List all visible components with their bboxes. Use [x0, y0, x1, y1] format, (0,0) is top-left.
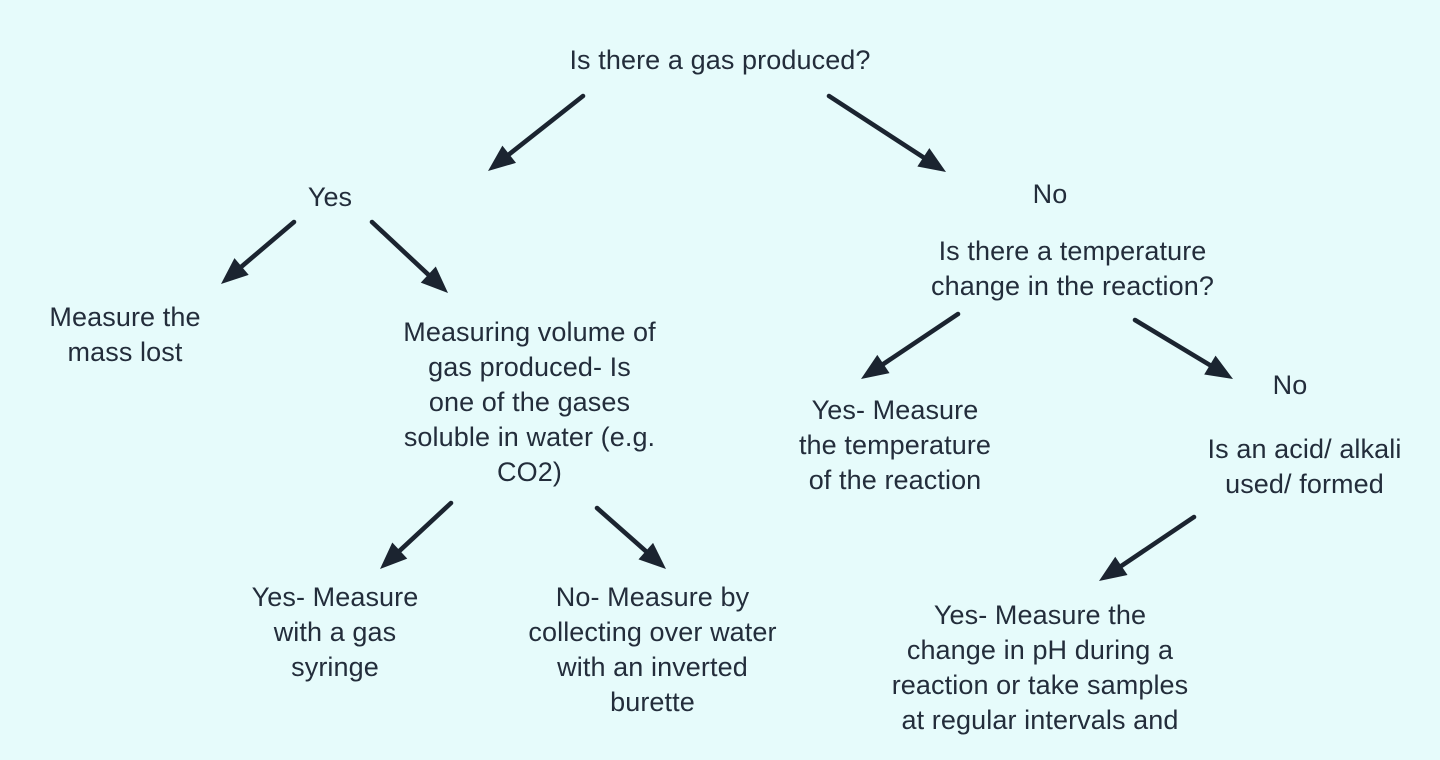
arrow-temp-to-yes [861, 311, 961, 379]
node-yes-branch: Yes [307, 182, 353, 212]
node-inverted-burette: No- Measure by collecting over water wit… [528, 582, 777, 718]
arrow-gas-to-burette [594, 505, 666, 569]
node-no-branch: No [1032, 179, 1068, 209]
arrow-gas-to-syringe [380, 500, 454, 569]
arrow-root-to-no [826, 93, 946, 172]
arrow-yes-to-gas-volume [369, 219, 448, 293]
arrow-root-to-yes [488, 93, 586, 171]
node-gas-syringe: Yes- Measure with a gas syringe [251, 582, 419, 683]
node-acid-alkali-question: Is an acid/ alkali used/ formed [1207, 434, 1402, 500]
node-temperature-no: No [1272, 370, 1308, 400]
node-ph-change: Yes- Measure the change in pH during a r… [891, 600, 1189, 736]
node-root: Is there a gas produced? [569, 45, 871, 75]
node-measure-mass-lost: Measure the mass lost [49, 302, 201, 368]
node-measuring-gas-volume: Measuring volume of gas produced- Is one… [403, 317, 656, 488]
node-temperature-question: Is there a temperature change in the rea… [930, 236, 1214, 302]
arrow-acid-to-ph-change [1099, 514, 1197, 581]
node-temperature-yes: Yes- Measure the temperature of the reac… [798, 395, 992, 496]
arrow-yes-to-mass-lost [221, 219, 297, 284]
